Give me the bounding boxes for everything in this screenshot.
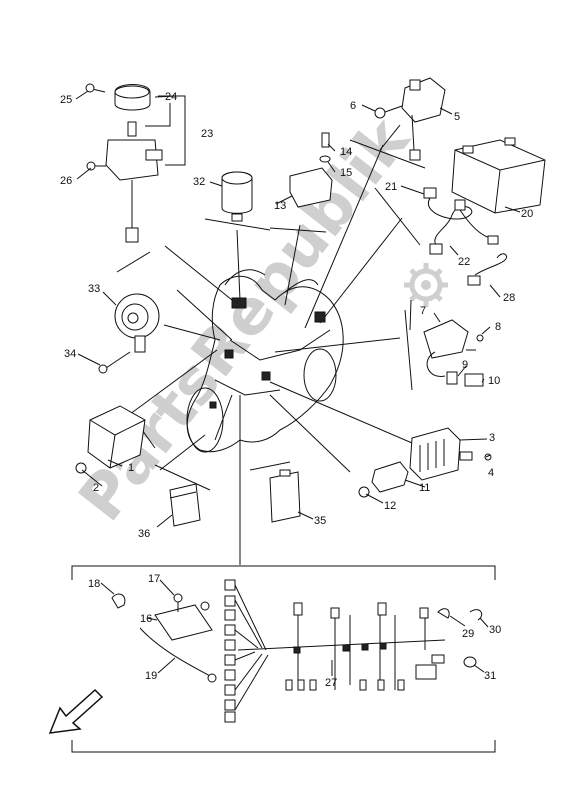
- harness-frame: [71, 565, 496, 753]
- callout-22: 22: [458, 256, 470, 268]
- horn: [98, 293, 160, 374]
- direction-arrow-icon: [48, 688, 104, 734]
- callout-leaders: [75, 90, 521, 676]
- callout-28: 28: [503, 292, 515, 304]
- callout-10: 10: [488, 375, 500, 387]
- callout-33: 33: [88, 283, 100, 295]
- ignition-coil: [423, 319, 484, 387]
- callout-25: 25: [60, 94, 72, 106]
- callout-4: 4: [488, 467, 494, 479]
- brake-switch: [358, 461, 409, 498]
- main-switch-assembly: [85, 83, 186, 243]
- callout-27: 27: [325, 677, 337, 689]
- callout-30: 30: [489, 624, 501, 636]
- wire-harness: [224, 579, 446, 723]
- callout-6: 6: [350, 100, 356, 112]
- callout-3: 3: [489, 432, 495, 444]
- battery: [451, 137, 546, 214]
- callout-9: 9: [462, 359, 468, 371]
- callout-20: 20: [521, 208, 533, 220]
- callout-5: 5: [454, 111, 460, 123]
- relay-unit: [289, 132, 333, 208]
- callout-8: 8: [495, 321, 501, 333]
- cdi-unit: [75, 405, 146, 474]
- callout-32: 32: [193, 176, 205, 188]
- callout-26: 26: [60, 175, 72, 187]
- callout-numbers: 1 2 3 4 5 6 7 8 9 10 11 12 13 14 15 16 1…: [60, 91, 533, 689]
- starter-relay: [374, 77, 446, 161]
- callout-24: 24: [165, 91, 177, 103]
- callout-2: 2: [93, 482, 99, 494]
- callout-34: 34: [64, 348, 76, 360]
- callout-23: 23: [201, 128, 213, 140]
- callout-18: 18: [88, 578, 100, 590]
- callout-1: 1: [128, 462, 134, 474]
- callout-31: 31: [484, 670, 496, 682]
- harness-brackets: [111, 593, 483, 683]
- callout-36: 36: [138, 528, 150, 540]
- relay-36: [169, 483, 201, 527]
- callout-16: 16: [140, 613, 152, 625]
- gear-icon: [404, 263, 448, 307]
- scooter-body: [186, 269, 344, 453]
- rectifier-regulator: [409, 427, 492, 481]
- callout-7: 7: [420, 305, 426, 317]
- callout-29: 29: [462, 628, 474, 640]
- flasher-relay: [221, 171, 253, 222]
- relay-35: [269, 469, 301, 523]
- callout-21: 21: [385, 181, 397, 193]
- callout-19: 19: [145, 670, 157, 682]
- callout-12: 12: [384, 500, 396, 512]
- callout-11: 11: [419, 482, 430, 494]
- wire-leads: [423, 187, 508, 286]
- callout-13: 13: [274, 200, 286, 212]
- callout-14: 14: [340, 146, 352, 158]
- callout-15: 15: [340, 167, 352, 179]
- callout-17: 17: [148, 573, 160, 585]
- callout-35: 35: [314, 515, 326, 527]
